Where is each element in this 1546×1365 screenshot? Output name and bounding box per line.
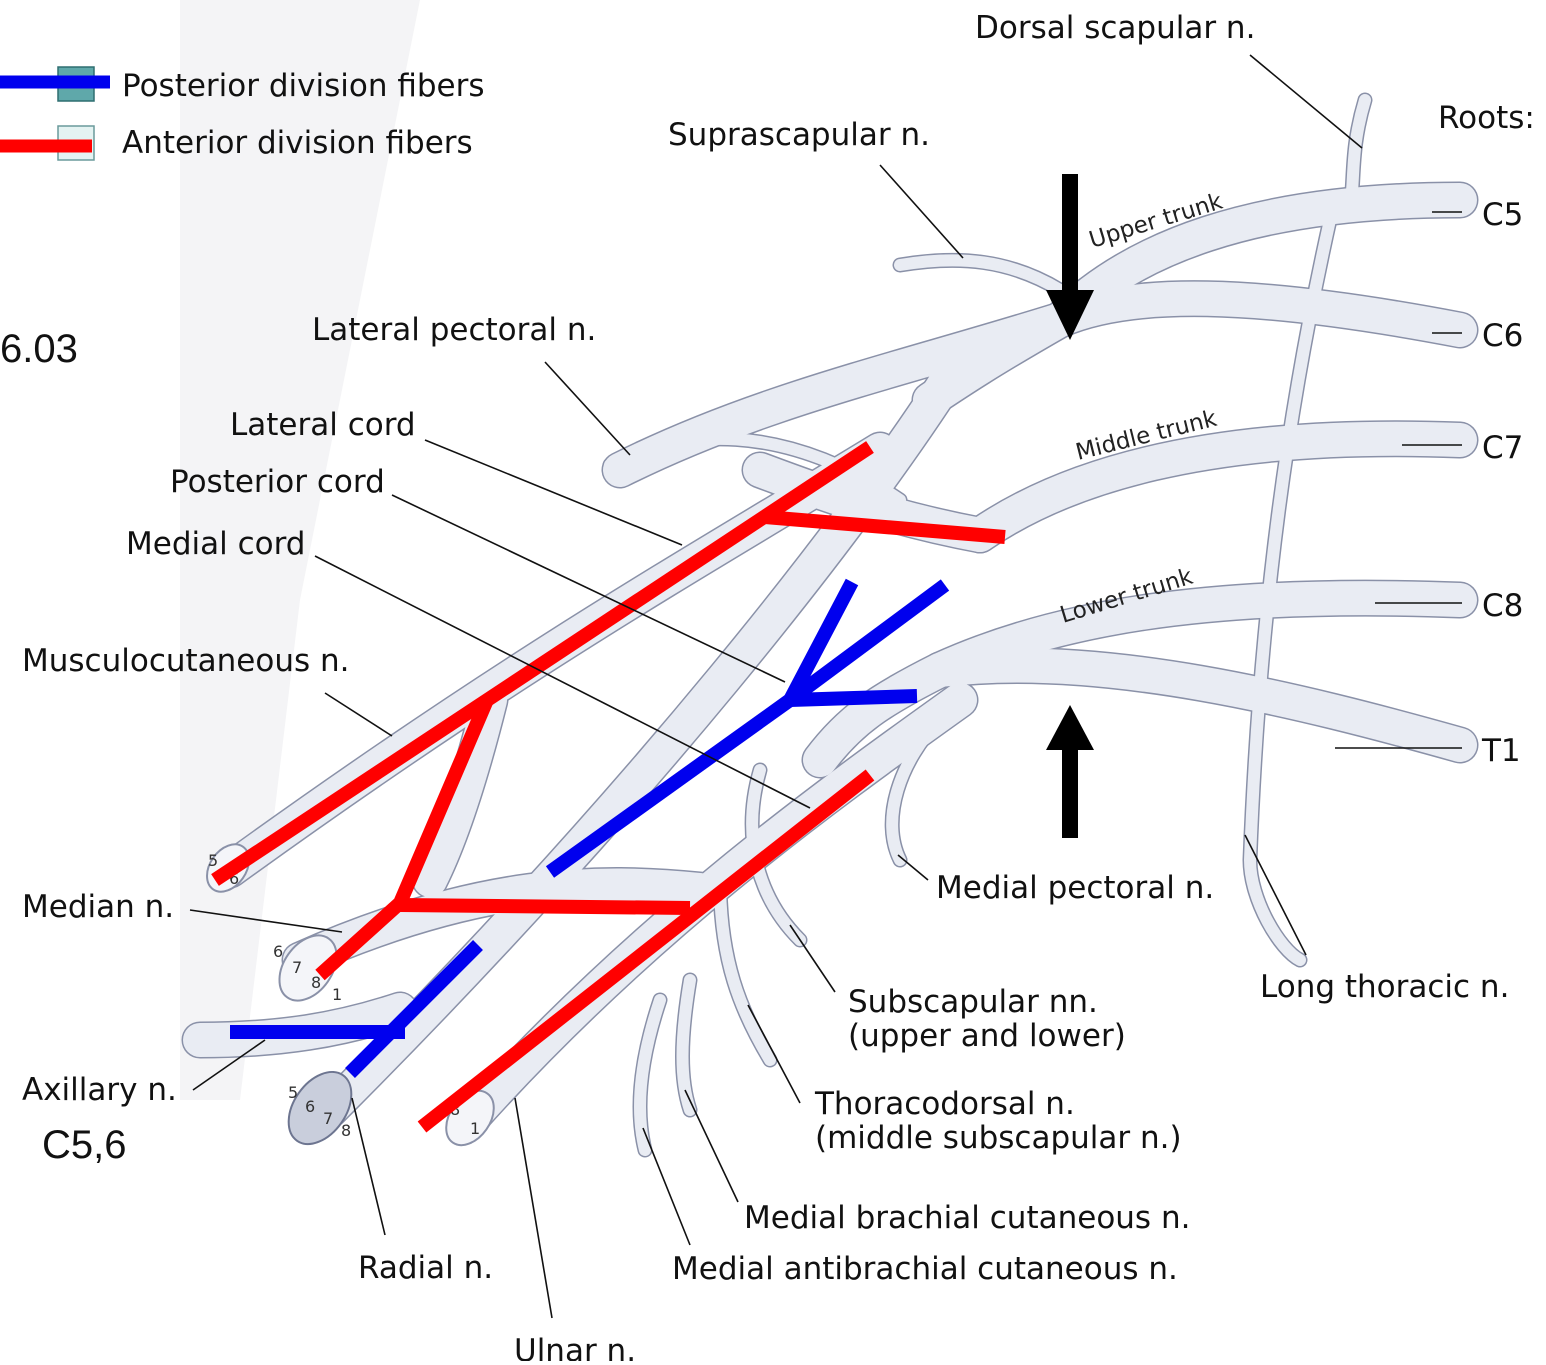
roots-heading: Roots: <box>1438 100 1535 136</box>
posterior-cord-label: Posterior cord <box>170 464 385 500</box>
lateral-cord-label: Lateral cord <box>230 407 416 443</box>
radial-fiber-7: 7 <box>323 1109 333 1128</box>
median-fiber-7: 7 <box>292 958 302 977</box>
ulnar-fiber-1: 1 <box>470 1119 480 1138</box>
medial-antibrachial-cutaneous-label: Medial antibrachial cutaneous n. <box>672 1251 1178 1287</box>
axillary-label: Axillary n. <box>22 1072 177 1108</box>
axillary-root-numbers: C5,6 <box>42 1123 127 1167</box>
ulnar-label: Ulnar n. <box>514 1333 636 1361</box>
radial-fiber-8: 8 <box>341 1121 351 1140</box>
red-median-medial-root <box>400 905 690 908</box>
legend-posterior-label: Posterior division fibers <box>122 68 485 104</box>
median-fiber-1: 1 <box>332 985 342 1004</box>
figure-number: 6.03 <box>0 327 78 371</box>
legend-posterior: Posterior division fibers <box>0 67 485 104</box>
subscapular-label-1: Subscapular nn. <box>848 984 1098 1020</box>
radial-fiber-5: 5 <box>288 1083 298 1102</box>
radial-fiber-6: 6 <box>305 1097 315 1116</box>
root-c5-label: C5 <box>1482 197 1523 233</box>
legend-anterior-label: Anterior division fibers <box>122 125 473 161</box>
root-c7-nerve <box>980 439 1460 535</box>
medial-cord-label: Medial cord <box>126 526 305 562</box>
thoracodorsal-label-1: Thoracodorsal n. <box>814 1086 1075 1122</box>
subscapular-label-2: (upper and lower) <box>848 1018 1126 1054</box>
dorsal-scapular-label: Dorsal scapular n. <box>975 10 1255 46</box>
median-fiber-6: 6 <box>273 942 283 961</box>
long-thoracic-label: Long thoracic n. <box>1260 969 1509 1005</box>
root-c7-label: C7 <box>1482 430 1523 466</box>
root-t1-label: T1 <box>1481 733 1521 769</box>
medial-antibrachial-cutaneous-nerve <box>640 1000 660 1150</box>
median-fiber-8: 8 <box>311 973 321 992</box>
suprascapular-label: Suprascapular n. <box>668 117 930 153</box>
lateral-pectoral-label: Lateral pectoral n. <box>312 312 596 348</box>
root-c8-label: C8 <box>1482 588 1523 624</box>
mc-fiber-5: 5 <box>208 851 218 870</box>
blue-lower-branch <box>790 696 917 700</box>
median-label: Median n. <box>22 889 174 925</box>
legend-anterior: Anterior division fibers <box>0 125 473 161</box>
thoracodorsal-label-2: (middle subscapular n.) <box>815 1120 1182 1156</box>
radial-label: Radial n. <box>358 1250 493 1286</box>
medial-pectoral-label: Medial pectoral n. <box>936 870 1214 906</box>
musculocutaneous-label: Musculocutaneous n. <box>22 643 350 679</box>
upper-trunk-nerve <box>620 320 1060 470</box>
root-c6-label: C6 <box>1482 318 1523 354</box>
up-arrow <box>1046 705 1094 838</box>
medial-brachial-cutaneous-label: Medial brachial cutaneous n. <box>744 1200 1190 1236</box>
